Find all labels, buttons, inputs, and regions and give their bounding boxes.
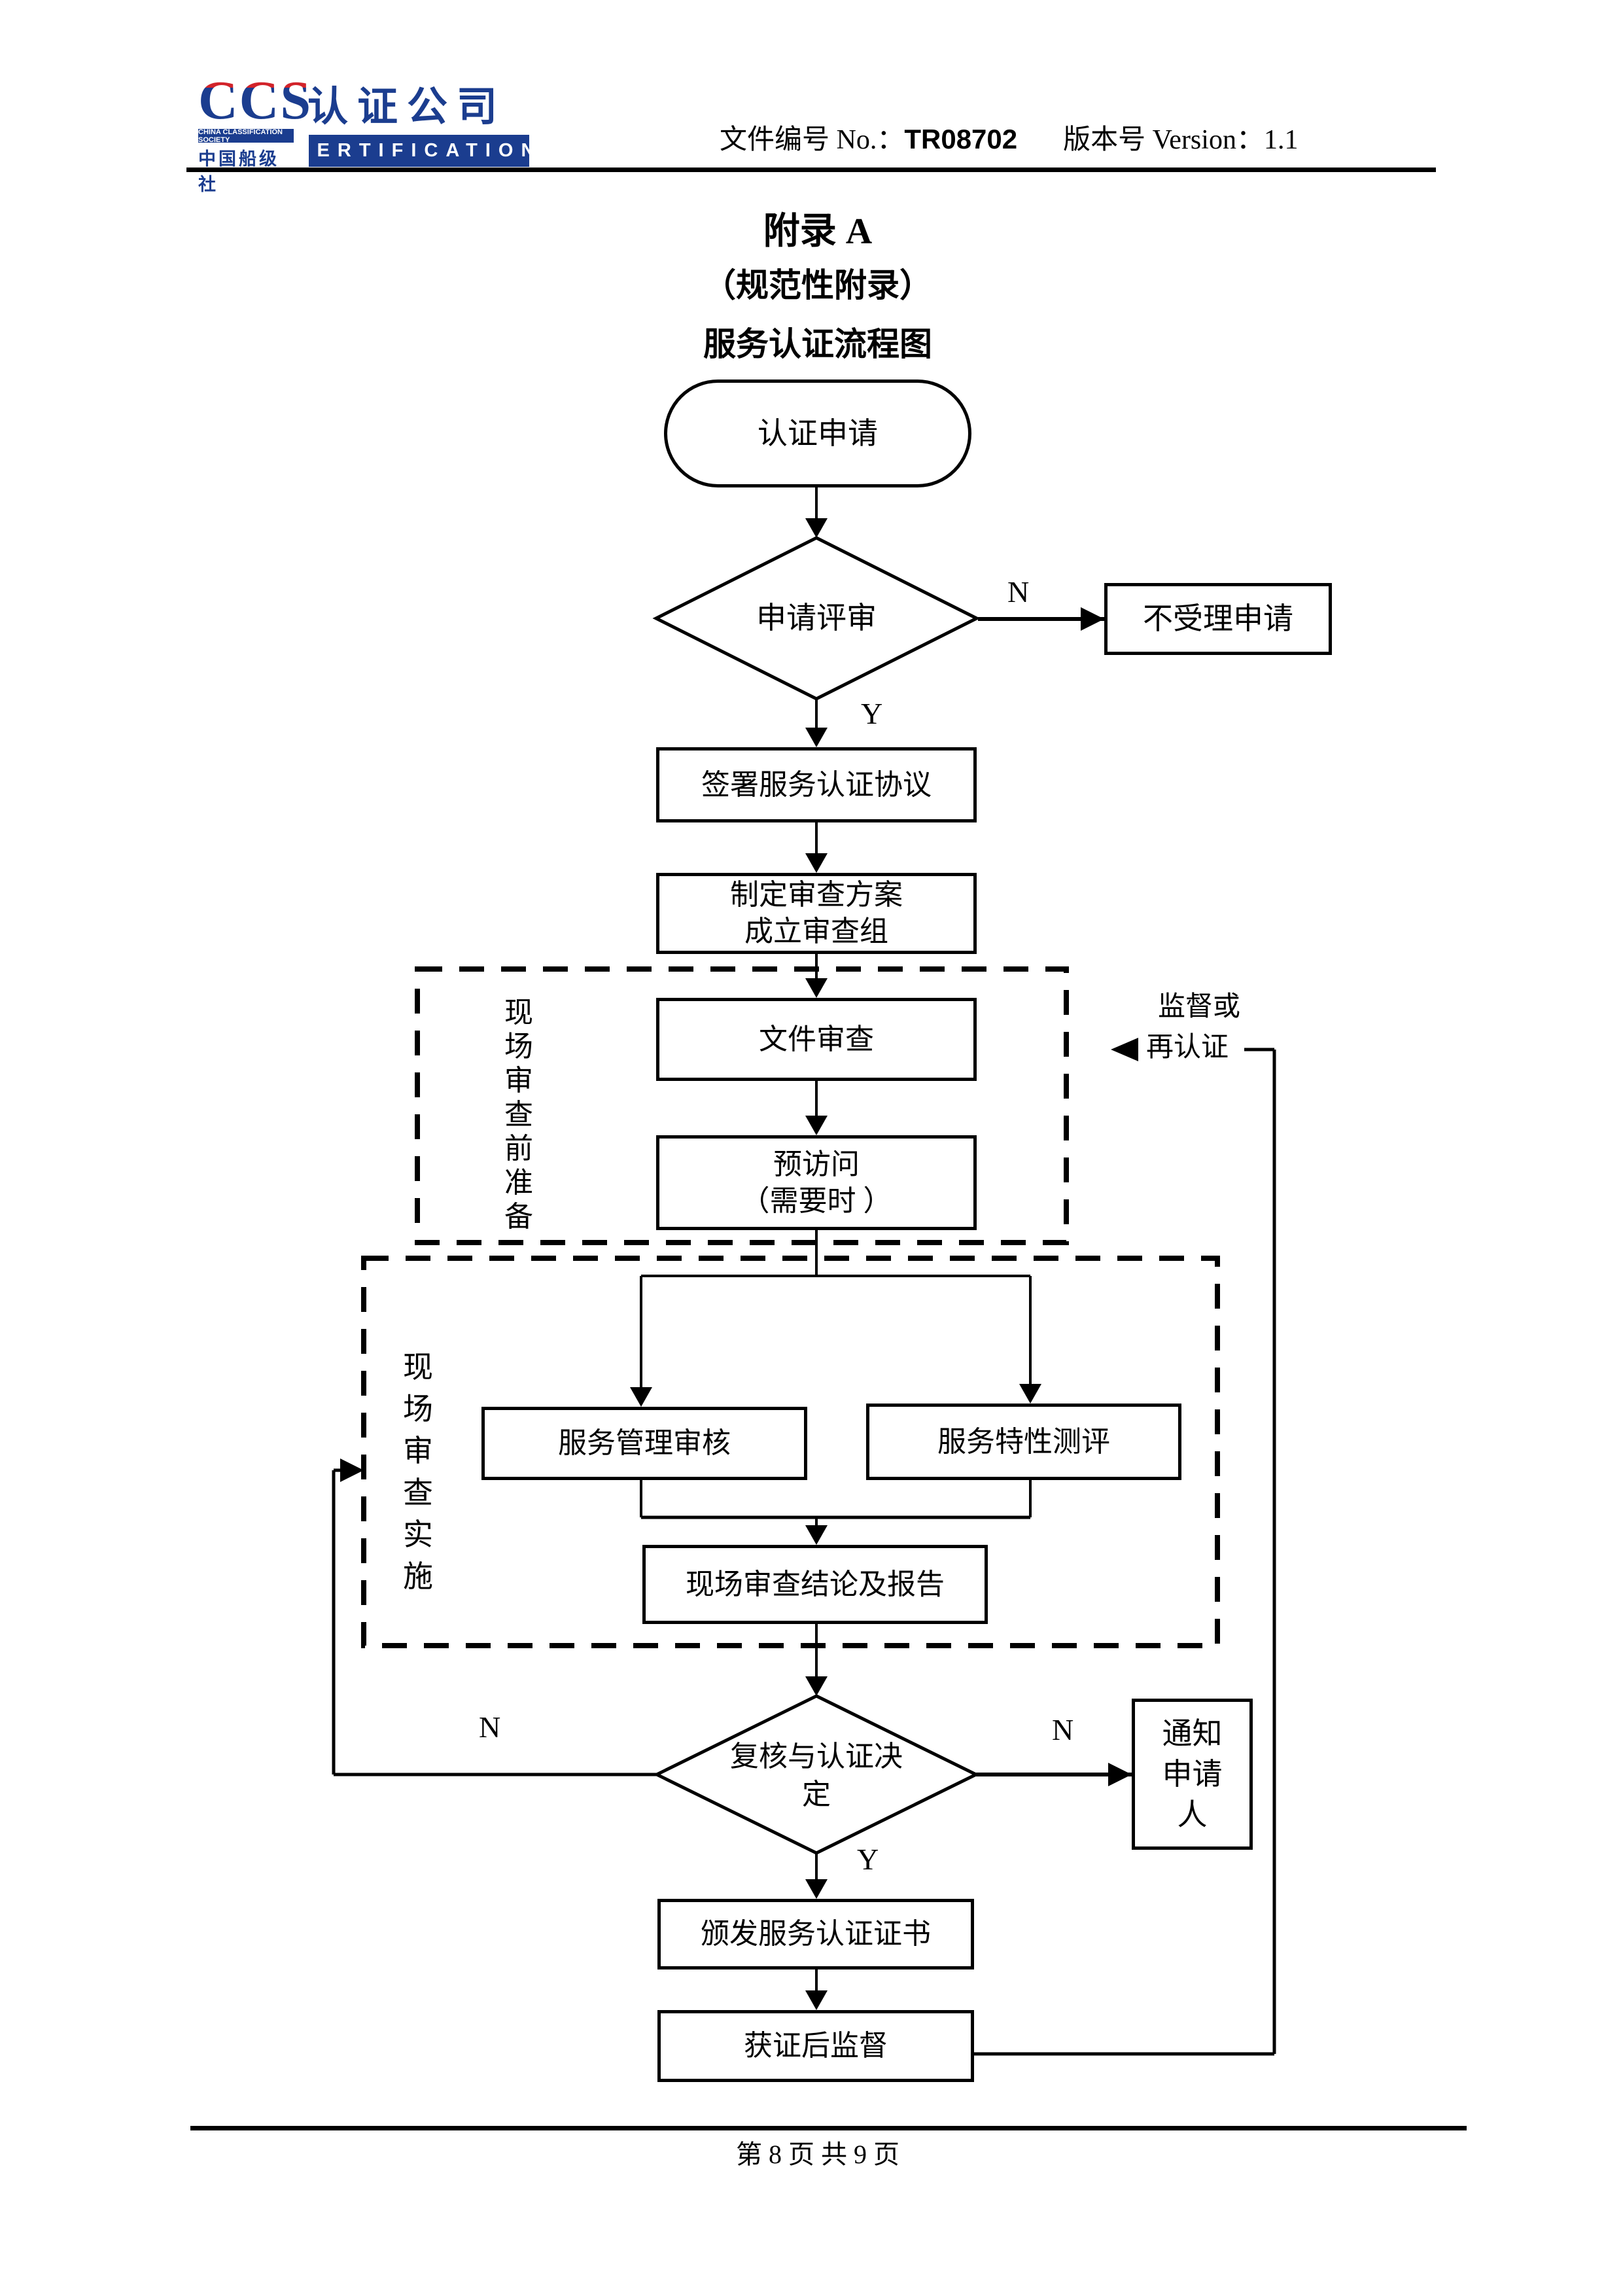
logo-society-en-bar: CHINA CLASSIFICATION SOCIETY — [198, 128, 294, 144]
decision-certification-label: 复核与认证决 定 — [666, 1725, 967, 1827]
doc-number-value: TR08702 — [904, 123, 1018, 154]
branch-label-n2: N — [479, 1710, 501, 1744]
node-audit-plan: 制定审查方案 成立审查组 — [656, 873, 977, 954]
doc-version-label: 版本号 Version： — [1063, 124, 1264, 155]
label-supervision-line1: 监督或 — [1158, 992, 1241, 1022]
decision-certification-shape — [653, 1694, 980, 1855]
node-document-review: 文件审查 — [656, 998, 977, 1081]
ccs-logo: CCS — [198, 70, 313, 131]
branch-label-n1: N — [1007, 575, 1030, 609]
decision-application-review-label: 申请评审 — [756, 601, 877, 635]
flowchart-title: 服务认证流程图 — [703, 326, 932, 362]
logo-society-cn-text: 中国船级社 — [198, 149, 279, 194]
branch-label-y2: Y — [857, 1843, 879, 1876]
appendix-title: 附录 A — [763, 211, 873, 252]
dashed-group-onsite-audit — [361, 1256, 1220, 1648]
group-label-pre-audit: 现场审查前准备 — [504, 997, 533, 1233]
node-audit-plan-line1: 制定审查方案 — [730, 879, 903, 911]
node-pre-visit: 预访问 （需要时 ） — [656, 1135, 977, 1230]
doc-number-label: 文件编号 No.： — [720, 124, 905, 155]
node-service-management-audit: 服务管理审核 — [481, 1407, 807, 1480]
node-sign-agreement: 签署服务认证协议 — [656, 747, 977, 822]
node-reject-application: 不受理申请 — [1104, 583, 1332, 655]
header-rule — [186, 168, 1436, 172]
branch-label-n3: N — [1052, 1713, 1074, 1746]
node-certification-application: 认证申请 — [664, 380, 971, 487]
decision-application-review-shape — [652, 536, 981, 701]
footer-rule — [190, 2126, 1467, 2130]
doc-number: 文件编号 No.：TR08702 — [720, 117, 1017, 157]
document-number-line: 文件编号 No.：TR08702 版本号 Version：1.1 — [720, 118, 1298, 156]
group-label-onsite-audit: 现场审查实施 — [403, 1351, 433, 1593]
node-onsite-audit-conclusion: 现场审查结论及报告 — [642, 1545, 988, 1624]
doc-version: 版本号 Version：1.1 — [1063, 117, 1298, 157]
node-audit-plan-line2: 成立审查组 — [744, 915, 888, 947]
decision-certification-line1: 复核与认证决 — [730, 1740, 903, 1773]
branch-label-y1: Y — [861, 697, 883, 730]
node-notify-applicant-text: 通知申请人 — [1162, 1716, 1223, 1831]
node-post-certification-supervision: 获证后监督 — [657, 2010, 974, 2082]
label-supervision-line2: 再认证 — [1146, 1033, 1229, 1063]
node-issue-certificate: 颁发服务认证证书 — [657, 1899, 974, 1969]
node-pre-visit-line2: （需要时 ） — [741, 1184, 892, 1217]
node-notify-applicant: 通知申请人 — [1132, 1699, 1253, 1850]
logo-certification-bar: CERTIFICATION — [296, 135, 534, 167]
label-supervision-or-recertification: 监督或 再认证 — [1146, 987, 1240, 1068]
page-number: 第 8 页 共 9 页 — [736, 2140, 899, 2169]
doc-version-value: 1.1 — [1263, 124, 1299, 155]
node-pre-visit-line1: 预访问 — [773, 1148, 860, 1180]
node-service-feature-evaluation: 服务特性测评 — [866, 1404, 1181, 1480]
logo-company-text: 认证公司 — [307, 85, 507, 130]
appendix-subtitle: （规范性附录） — [703, 267, 932, 304]
decision-certification-line2: 定 — [802, 1778, 831, 1810]
